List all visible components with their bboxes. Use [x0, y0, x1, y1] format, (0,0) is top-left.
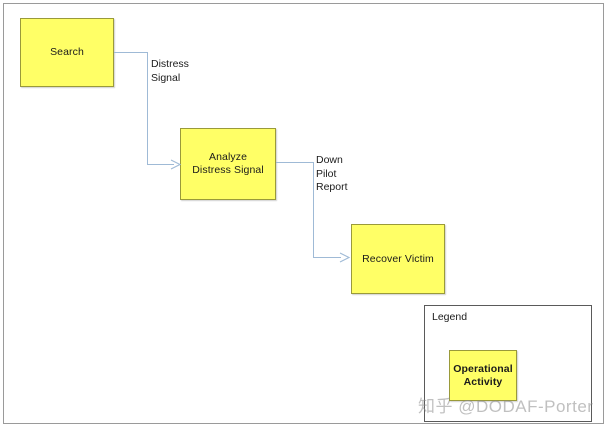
- node-search-label: Search: [50, 46, 84, 58]
- edge-search-to-analyze-segment-horizontal-bottom: [147, 164, 174, 165]
- edge-label-down-pilot-report: Down Pilot Report: [316, 154, 348, 193]
- edge-label-distress-signal: Distress Signal: [151, 58, 189, 84]
- edge-analyze-to-recover-segment-horizontal-top: [276, 162, 314, 163]
- legend-swatch-label: Operational Activity: [453, 362, 513, 388]
- node-recover-victim[interactable]: Recover Victim: [351, 224, 445, 294]
- node-analyze-label: Analyze Distress Signal: [192, 151, 264, 176]
- edge-analyze-to-recover-arrowhead: [339, 252, 351, 264]
- node-search[interactable]: Search: [20, 18, 114, 87]
- edge-search-to-analyze-segment-vertical: [147, 52, 148, 165]
- node-recover-label: Recover Victim: [362, 252, 434, 265]
- edge-search-to-analyze-arrowhead: [170, 159, 182, 171]
- legend-panel: Legend Operational Activity: [424, 305, 592, 422]
- legend-title: Legend: [432, 311, 468, 323]
- edge-analyze-to-recover-segment-vertical: [313, 162, 314, 258]
- legend-swatch-operational-activity: Operational Activity: [449, 350, 517, 401]
- edge-search-to-analyze-segment-horizontal-top: [114, 52, 148, 53]
- node-analyze-distress-signal[interactable]: Analyze Distress Signal: [180, 128, 276, 200]
- diagram-frame: Search Analyze Distress Signal Recover V…: [3, 3, 604, 424]
- edge-analyze-to-recover-segment-horizontal-bottom: [313, 257, 341, 258]
